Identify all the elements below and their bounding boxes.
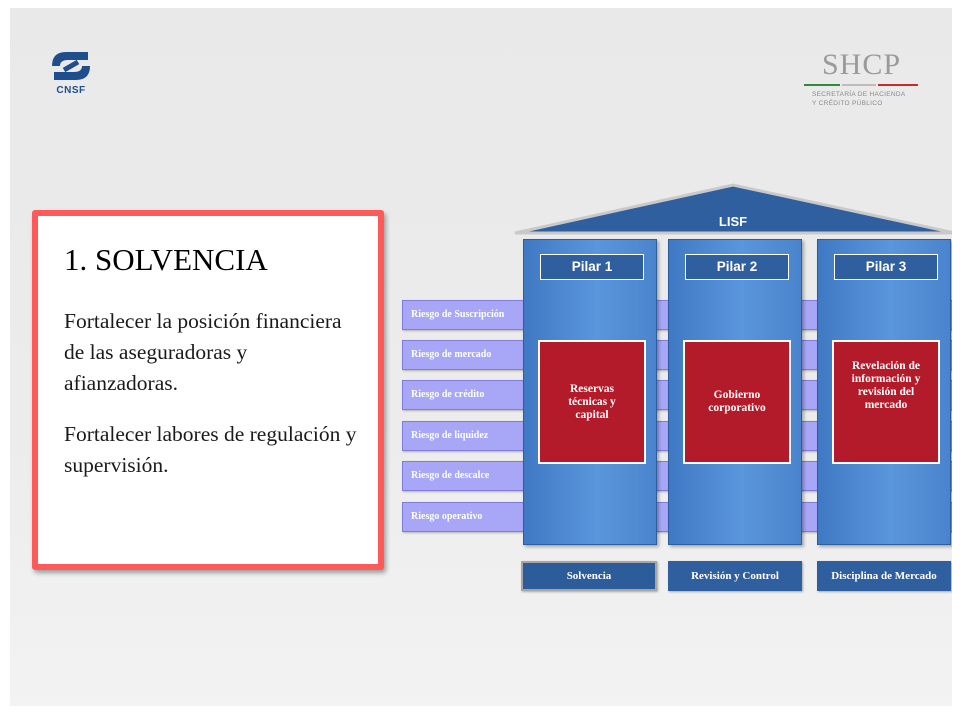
pillar-2-title: Pilar 2 — [685, 254, 789, 280]
shcp-logo-title: SHCP — [822, 48, 902, 81]
card-title: 1. SOLVENCIA — [64, 242, 268, 277]
risk-label: Riesgo de descalce — [411, 470, 490, 481]
risk-label: Riesgo de Suscripción — [411, 309, 505, 320]
risk-label: Riesgo de crédito — [411, 389, 485, 400]
shcp-logo-subtitle: SECRETARÍA DE HACIENDA Y CRÉDITO PÚBLICO — [812, 91, 906, 107]
card-paragraph-2: Fortalecer labores de regulación y super… — [64, 422, 357, 477]
pillar-2-content: Gobierno corporativo — [683, 340, 791, 464]
shcp-tricolor-line-icon — [804, 84, 918, 86]
slide: CNSF SHCP SECRETARÍA DE HACIENDA Y CRÉDI… — [10, 8, 952, 716]
solvencia-card: 1. SOLVENCIA Fortalecer la posición fina… — [32, 210, 384, 570]
base-label-disciplina-mercado: Disciplina de Mercado — [817, 561, 951, 591]
lisf-roof: LISF — [514, 183, 952, 235]
base-label-solvencia: Solvencia — [521, 561, 657, 591]
pillar-2: Pilar 2 Gobierno corporativo — [668, 239, 802, 545]
risk-label: Riesgo de mercado — [411, 349, 492, 360]
cnsf-emblem-icon — [52, 52, 90, 80]
risk-label: Riesgo de liquidez — [411, 430, 489, 441]
cnsf-logo-text: CNSF — [56, 85, 86, 96]
pillar-3-content: Revelación de información y revisión del… — [832, 340, 940, 464]
roof-label: LISF — [719, 214, 747, 229]
slide-bottom-band — [10, 706, 952, 716]
risk-label: Riesgo operativo — [411, 511, 483, 522]
pillar-1-content: Reservas técnicas y capital — [538, 340, 646, 464]
pillar-3: Pilar 3 Revelación de información y revi… — [817, 239, 951, 545]
card-paragraph-1: Fortalecer la posición financiera de las… — [64, 309, 342, 395]
pillar-3-title: Pilar 3 — [834, 254, 938, 280]
shcp-logo: SHCP SECRETARÍA DE HACIENDA Y CRÉDITO PÚ… — [790, 48, 930, 118]
pillar-1-title: Pilar 1 — [540, 254, 644, 280]
cnsf-logo: CNSF — [48, 48, 94, 100]
pillar-1: Pilar 1 Reservas técnicas y capital — [523, 239, 657, 545]
base-label-revision-control: Revisión y Control — [668, 561, 802, 591]
